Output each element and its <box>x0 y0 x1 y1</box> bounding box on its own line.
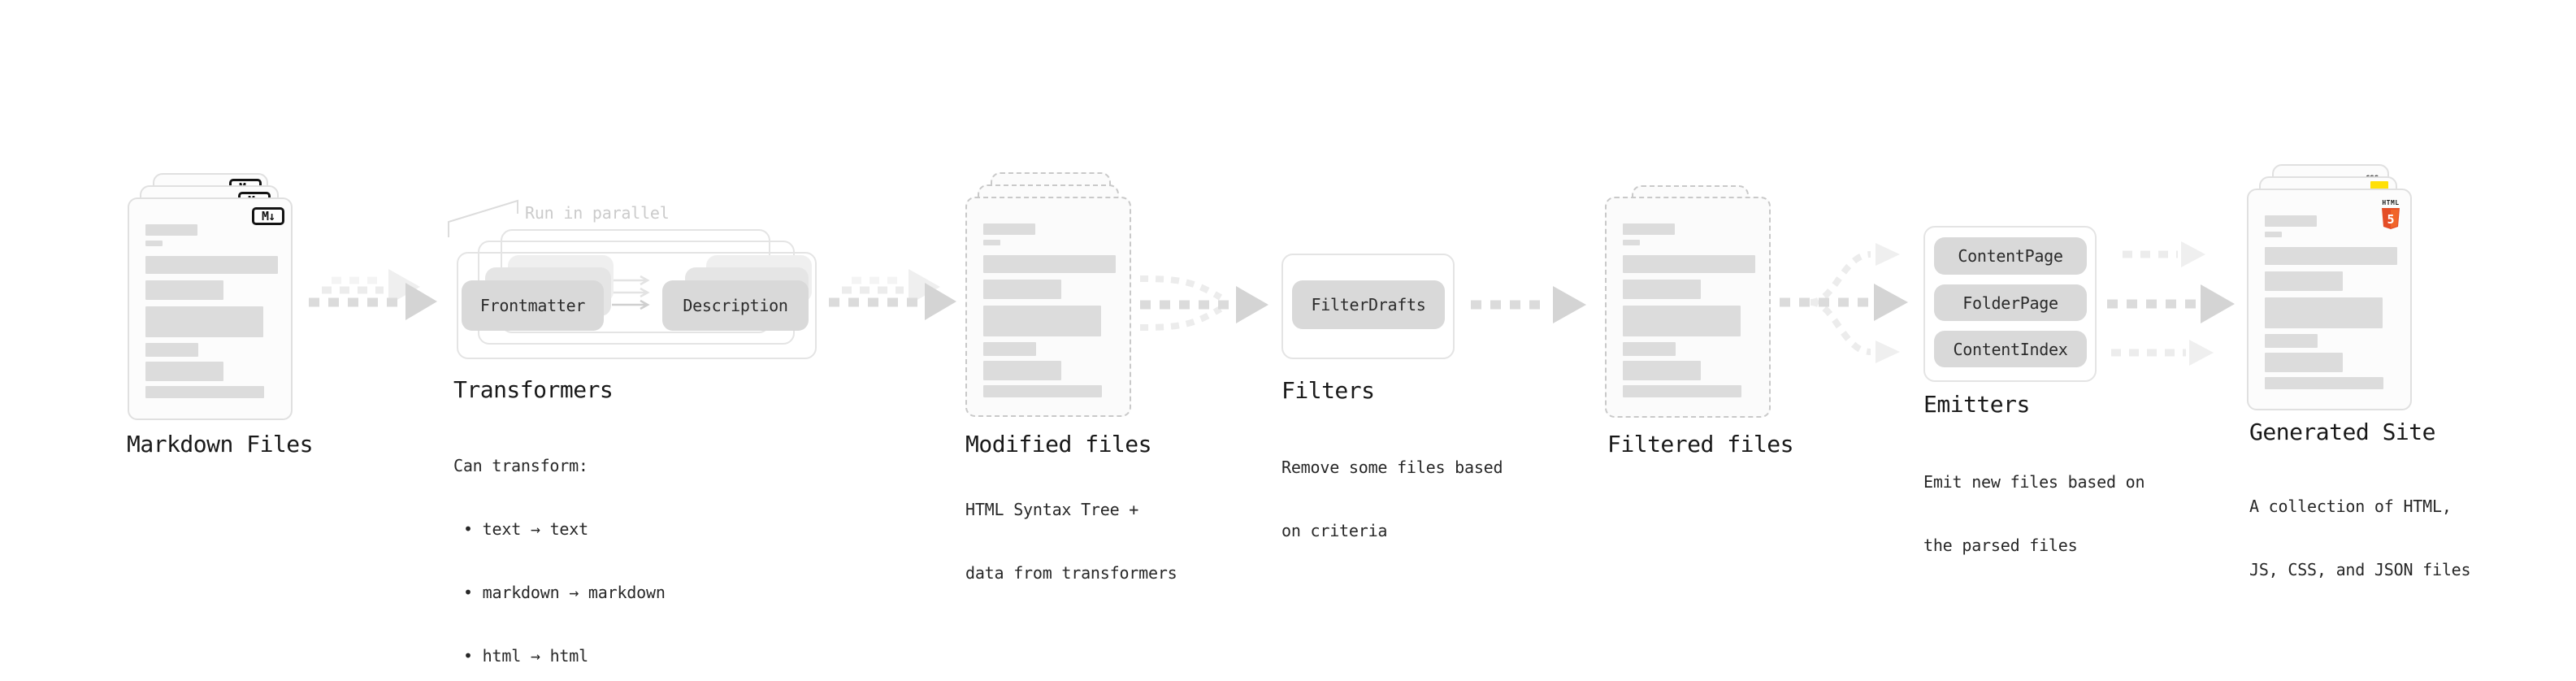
arrow-modified-to-filters <box>1139 275 1268 331</box>
transformers-intro: Can transform: <box>453 456 588 475</box>
arrow-filters-to-filtered <box>1471 286 1586 323</box>
html5-label: HTML <box>2382 199 2400 206</box>
emitter-pill-folderpage: FolderPage <box>1934 284 2087 321</box>
modified-desc-line: HTML Syntax Tree + <box>965 500 1139 519</box>
markdown-file-card: M↓ <box>128 197 293 420</box>
node-title-generated-site: Generated Site <box>2249 419 2436 445</box>
transform-bullet: • html → html <box>463 646 588 666</box>
filters-desc-line: Remove some files based <box>1281 458 1503 477</box>
transformer-pill-frontmatter: Frontmatter <box>462 280 604 331</box>
transformer-frame-front <box>457 252 817 359</box>
transform-bullet: • text → text <box>463 519 588 539</box>
html5-number: 5 <box>2387 212 2394 227</box>
modified-file-card <box>965 197 1131 417</box>
transformer-pill-description: Description <box>662 280 809 331</box>
emitters-desc-line: Emit new files based on <box>1923 472 2145 492</box>
arrow-emitters-to-generated <box>2107 241 2235 366</box>
filters-description: Remove some files based on criteria <box>1281 414 1503 583</box>
run-in-parallel-note: Run in parallel <box>525 203 670 223</box>
filters-desc-line: on criteria <box>1281 521 1388 540</box>
generated-desc-line: A collection of HTML, <box>2249 497 2452 516</box>
arrow-filtered-to-emitters <box>1780 243 1908 363</box>
node-title-filtered-files: Filtered files <box>1607 431 1794 458</box>
generated-file-card: HTML 5 <box>2247 189 2412 410</box>
node-title-filters: Filters <box>1281 377 1375 404</box>
markdown-icon: M↓ <box>252 207 284 225</box>
node-title-emitters: Emitters <box>1923 391 2030 418</box>
html5-icon: HTML 5 <box>2381 193 2400 230</box>
modified-description: HTML Syntax Tree + data from transformer… <box>965 457 1177 626</box>
modified-desc-line: data from transformers <box>965 563 1177 583</box>
emitters-desc-line: the parsed files <box>1923 536 2078 555</box>
node-title-transformers: Transformers <box>453 376 614 403</box>
arrow-markdown-to-transformers <box>309 269 437 320</box>
transform-bullet: • markdown → markdown <box>463 583 666 602</box>
arrow-transformers-to-modified <box>829 269 956 320</box>
generated-description: A collection of HTML, JS, CSS, and JSON … <box>2249 453 2471 622</box>
js-badge-icon <box>2370 181 2388 190</box>
emitters-description: Emit new files based on the parsed files <box>1923 429 2145 598</box>
emitter-pill-contentindex: ContentIndex <box>1934 331 2087 367</box>
node-title-markdown-files: Markdown Files <box>127 431 314 458</box>
filter-pill-filterdrafts: FilterDrafts <box>1292 280 1445 329</box>
node-title-modified-files: Modified files <box>965 431 1152 458</box>
generated-desc-line: JS, CSS, and JSON files <box>2249 560 2471 579</box>
emitter-pill-contentpage: ContentPage <box>1934 237 2087 275</box>
transformers-description: Can transform: • text → text • markdown … <box>453 413 666 681</box>
filtered-file-card <box>1605 197 1771 418</box>
